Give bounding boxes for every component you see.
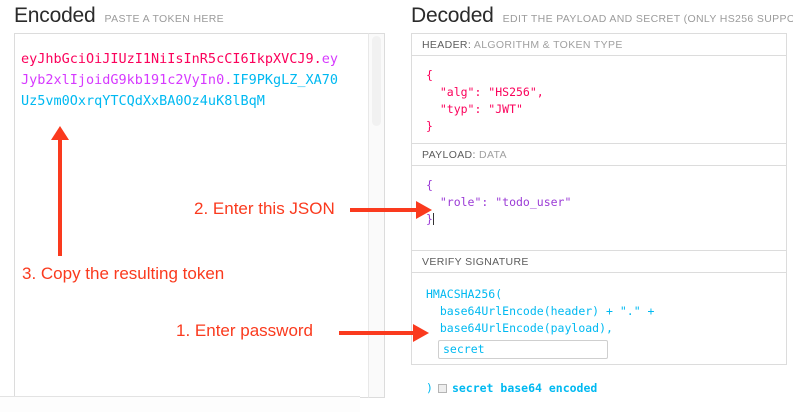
payload-json-editor[interactable]: { "role": "todo_user" } [412,166,786,251]
annotation-step-2-arrow [350,200,432,219]
encoded-heading: Encoded PASTE A TOKEN HERE [14,4,224,28]
encoded-scrollbar[interactable] [368,33,385,398]
encoded-subtitle: PASTE A TOKEN HERE [104,13,225,25]
annotation-step-3-arrow [51,126,69,256]
annotation-step-1-arrow [339,323,429,342]
decoded-heading: Decoded EDIT THE PAYLOAD AND SECRET (ONL… [411,4,793,28]
signature-closing-row: ) secret base64 encoded [426,380,786,397]
payload-json-line-2: "role": "todo_user" [426,195,572,209]
base64-encoded-checkbox[interactable] [437,384,447,393]
token-payload-segment: eyJyb2xlIjoidG9kb191c2VyIn0 [21,51,339,88]
page-bottom-divider [0,396,360,412]
decoded-subtitle: EDIT THE PAYLOAD AND SECRET (ONLY HS256 … [502,13,793,25]
payload-json-line-3: } [426,212,433,226]
signature-formula: HMACSHA256( base64UrlEncode(header) + ".… [412,273,786,395]
signature-label-strong: VERIFY SIGNATURE [422,256,529,268]
header-label-dim: ALGORITHM & TOKEN TYPE [473,39,623,51]
signature-line-2: base64UrlEncode(header) + "." + [426,304,655,318]
payload-section-label: PAYLOAD: DATA [412,144,786,166]
text-caret [432,213,434,225]
payload-json-line-1: { [426,178,433,192]
signature-line-1: HMACSHA256( [426,287,503,301]
base64-encoded-label[interactable]: secret base64 encoded [451,381,598,395]
token-signature-segment: IF9PKgLZ_XA70Uz5vm0OxrqYTCQdXxBA0Oz4uK8l… [21,72,339,109]
annotation-step-2-text: 2. Enter this JSON [194,199,335,218]
decoded-panel: HEADER: ALGORITHM & TOKEN TYPE { "alg": … [411,33,787,395]
encoded-scrollbar-thumb[interactable] [372,36,381,126]
header-section-label: HEADER: ALGORITHM & TOKEN TYPE [412,34,786,56]
token-header-segment: eyJhbGciOiJIUzI1NiIsInR5cCI6IkpXVCJ9 [21,51,314,67]
signature-close-paren: ) [426,381,433,395]
annotation-step-3-text: 3. Copy the resulting token [22,264,225,283]
payload-label-dim: DATA [479,149,507,161]
encoded-token-textarea[interactable] [14,33,368,398]
signature-section-label: VERIFY SIGNATURE [412,251,786,273]
header-json-editor[interactable]: { "alg": "HS256", "typ": "JWT" } [412,56,786,144]
encoded-token-value[interactable]: eyJhbGciOiJIUzI1NiIsInR5cCI6IkpXVCJ9.eyJ… [21,49,341,112]
encoded-title: Encoded [14,4,96,27]
header-label-strong: HEADER: [422,39,472,51]
signature-line-3: base64UrlEncode(payload), [426,321,613,335]
secret-input[interactable] [438,340,608,359]
token-separator-2: . [224,72,233,88]
token-separator-1: . [313,51,322,67]
annotation-step-1-text: 1. Enter password [176,321,314,340]
payload-label-strong: PAYLOAD: [422,149,476,161]
decoded-title: Decoded [411,4,494,27]
